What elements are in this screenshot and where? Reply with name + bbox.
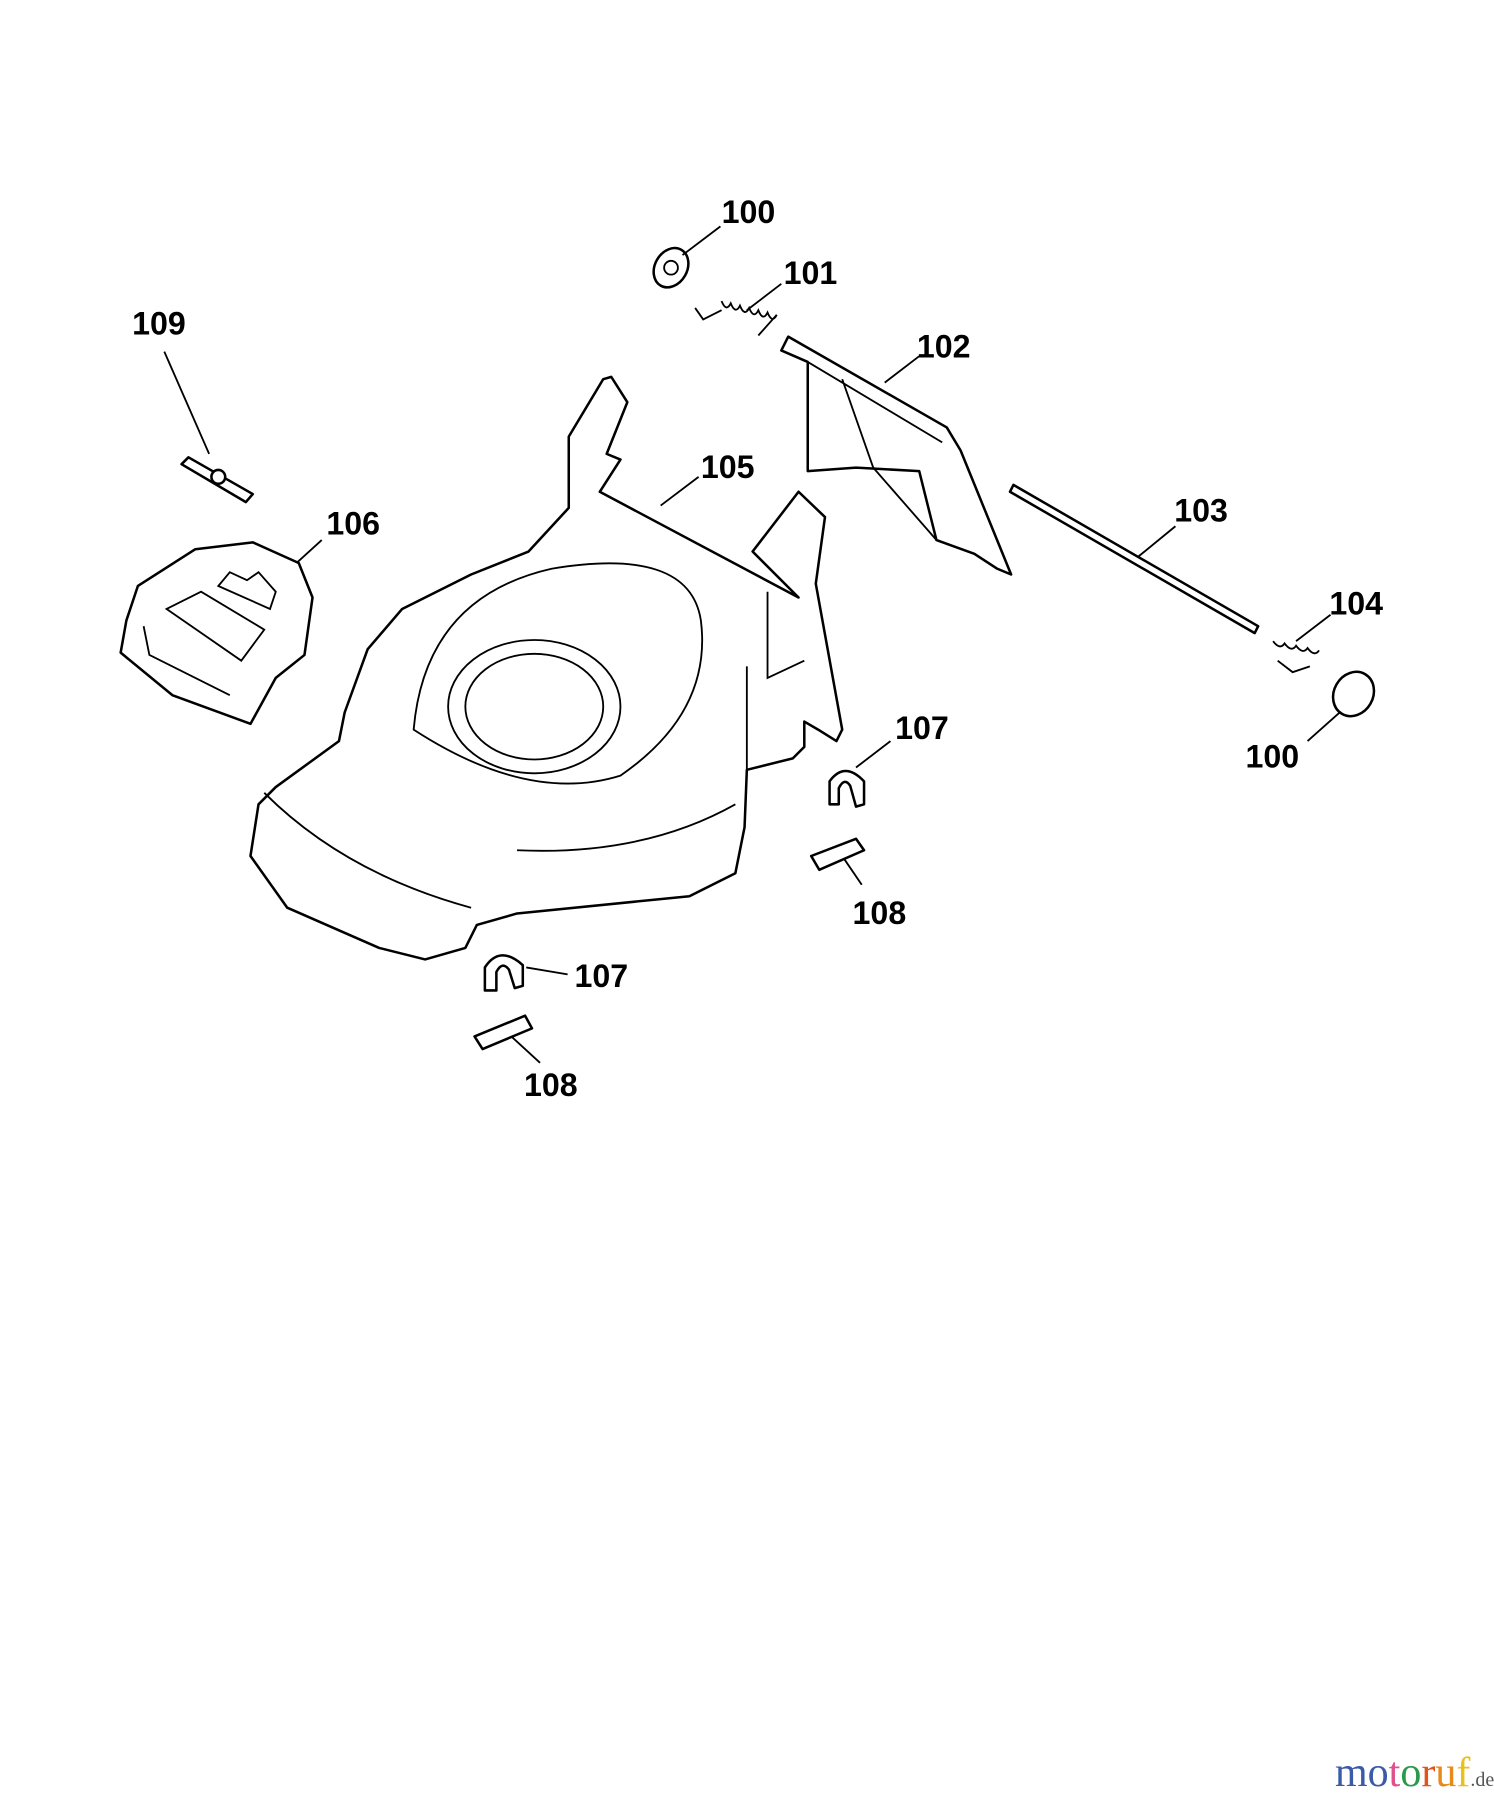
label-101: 101 [784, 255, 838, 291]
label-108-lower: 108 [524, 1067, 578, 1103]
label-103: 103 [1174, 493, 1228, 529]
label-106: 106 [326, 505, 380, 541]
label-109: 109 [132, 305, 186, 341]
clip-part-107-lower [483, 954, 568, 992]
spring-part-101 [694, 283, 782, 337]
label-105: 105 [701, 449, 755, 485]
block-part-108-right [809, 837, 866, 886]
label-102: 102 [917, 328, 971, 364]
watermark-letter: o [1367, 1750, 1389, 1796]
badge-part-109 [163, 351, 255, 504]
watermark-letter: o [1400, 1750, 1422, 1796]
label-100-bottom: 100 [1246, 739, 1300, 775]
block-part-108-lower [473, 1014, 541, 1064]
label-108-right: 108 [853, 895, 907, 931]
cover-part-106 [119, 539, 323, 726]
watermark-logo: motoruf.de [1335, 1752, 1494, 1794]
label-107-right: 107 [895, 710, 949, 746]
spring-part-104 [1272, 613, 1332, 674]
label-100-top: 100 [722, 194, 776, 230]
flap-part-102 [780, 335, 1013, 576]
watermark-letter: f [1456, 1750, 1471, 1796]
watermark-letter: t [1388, 1750, 1401, 1796]
watermark-letter: m [1335, 1750, 1368, 1796]
clip-part-107-right [828, 740, 892, 808]
rod-part-103 [1008, 483, 1260, 635]
watermark-letters: motoruf [1335, 1750, 1470, 1796]
washer-part-100-top [652, 225, 721, 289]
watermark-letter: r [1421, 1750, 1436, 1796]
label-107-lower: 107 [575, 958, 629, 994]
cap-part-100-bottom [1306, 670, 1376, 742]
label-104: 104 [1329, 586, 1383, 622]
watermark-letter: u [1435, 1750, 1457, 1796]
watermark-suffix: .de [1470, 1769, 1494, 1791]
deck-housing-part-105 [249, 375, 844, 961]
